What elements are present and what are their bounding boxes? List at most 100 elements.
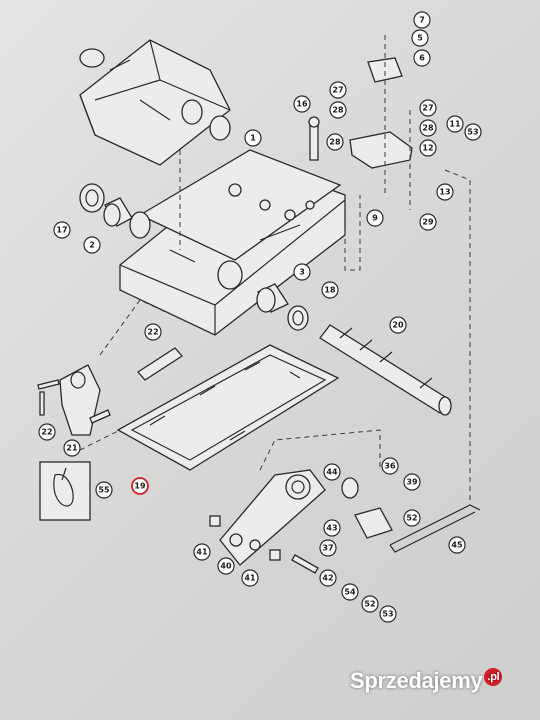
plate-bracket [354,507,393,539]
bushing-3 [256,283,289,313]
watermark-badge: .pl [484,668,503,686]
svg-text:55: 55 [98,486,110,495]
svg-text:45: 45 [451,541,463,550]
rod-45 [389,504,481,553]
svg-text:41: 41 [244,574,256,583]
svg-text:43: 43 [326,524,337,533]
svg-text:28: 28 [422,124,434,133]
svg-text:44: 44 [326,468,338,477]
bush-41-a [209,515,221,527]
callout-27-a: 27 [329,81,347,99]
callout-53-a: 53 [464,123,482,141]
bush-41-b [269,549,281,561]
pin-22 [137,347,183,381]
callout-40: 40 [217,557,235,575]
callout-9: 9 [366,209,384,227]
svg-text:37: 37 [322,544,333,553]
callout-44: 44 [323,463,341,481]
svg-text:53: 53 [467,128,478,137]
callout-19: 19 [131,477,149,495]
bracket-26 [349,131,413,169]
svg-text:52: 52 [364,600,375,609]
svg-text:19: 19 [134,482,146,491]
callout-5: 5 [411,29,429,47]
svg-text:53: 53 [382,610,393,619]
svg-text:39: 39 [406,478,418,487]
callout-37: 37 [319,539,337,557]
callout-41-a: 41 [193,543,211,561]
svg-text:9: 9 [372,214,378,223]
callout-28-c: 28 [419,119,437,137]
lever-21 [59,364,101,436]
pin-42-lower [291,554,319,574]
watermark-logo: Sprzedajemy.pl [350,668,503,694]
callout-36: 36 [381,457,399,475]
svg-text:27: 27 [422,104,433,113]
washer-44 [341,477,359,499]
svg-text:13: 13 [439,188,450,197]
callout-18: 18 [321,281,339,299]
callout-20: 20 [389,316,407,334]
callout-27-b: 27 [419,99,437,117]
callout-3: 3 [293,263,311,281]
callout-17: 17 [53,221,71,239]
bushing-2 [103,197,133,227]
callout-6: 6 [413,49,431,67]
callout-21: 21 [63,439,81,457]
svg-text:28: 28 [332,106,344,115]
svg-text:21: 21 [66,444,78,453]
callout-11: 11 [446,115,464,133]
svg-text:42: 42 [322,574,333,583]
callout-7: 7 [413,11,431,29]
svg-text:11: 11 [449,120,461,129]
callout-28-a: 28 [329,101,347,119]
callout-52-a: 52 [403,509,421,527]
svg-text:12: 12 [422,144,433,153]
callout-54: 54 [341,583,359,601]
svg-text:20: 20 [392,321,404,330]
callout-52-b: 52 [361,595,379,613]
callout-28-b: 28 [326,133,344,151]
svg-text:22: 22 [41,428,52,437]
svg-text:16: 16 [296,100,308,109]
bracket-5 [367,57,403,83]
svg-text:7: 7 [419,16,425,25]
callout-22-lower: 22 [38,423,56,441]
callout-12: 12 [419,139,437,157]
svg-text:3: 3 [299,268,305,277]
callout-1: 1 [244,129,262,147]
gasket-19 [116,344,340,471]
callout-2: 2 [83,236,101,254]
svg-text:54: 54 [344,588,356,597]
callout-29: 29 [419,213,437,231]
shaft-20 [319,324,452,416]
pin-lever [89,409,111,424]
dashed-leaders [79,35,471,505]
callout-45: 45 [448,536,466,554]
svg-text:52: 52 [406,514,417,523]
svg-text:17: 17 [56,226,67,235]
callout-43: 43 [323,519,341,537]
callout-55: 55 [95,481,113,499]
pin-22-lower [39,391,45,416]
callout-13: 13 [436,183,454,201]
svg-text:1: 1 [250,134,256,143]
svg-text:27: 27 [332,86,343,95]
watermark-text: Sprzedajemy [350,668,483,693]
callout-22-upper: 22 [144,323,162,341]
svg-text:29: 29 [422,218,434,227]
callouts: 1 2 3 5 6 7 9 11 12 13 16 17 18 19 20 21… [38,11,482,623]
svg-text:2: 2 [89,241,95,250]
svg-text:5: 5 [417,34,423,43]
callout-41-b: 41 [241,569,259,587]
svg-text:28: 28 [329,138,341,147]
callout-53-b: 53 [379,605,397,623]
callout-16: 16 [293,95,311,113]
upper-housing [79,39,231,166]
callout-42: 42 [319,569,337,587]
svg-text:36: 36 [384,462,396,471]
pin-42 [37,379,60,390]
svg-text:41: 41 [196,548,208,557]
